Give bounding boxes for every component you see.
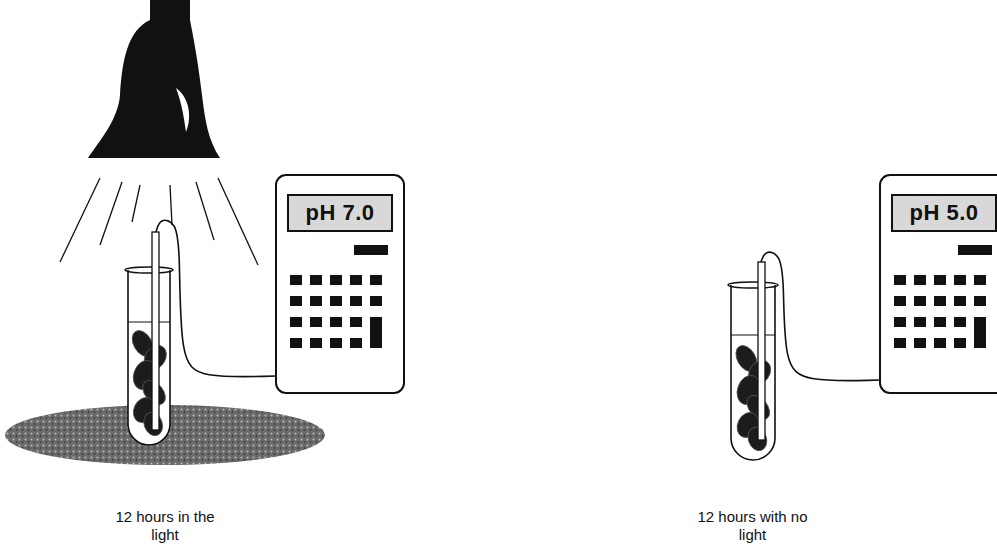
meter-key — [290, 338, 302, 348]
meter-key — [974, 317, 986, 348]
test-tube — [128, 270, 170, 445]
meter-key — [914, 296, 926, 306]
meter-key — [974, 275, 986, 285]
test-tube — [731, 285, 775, 460]
meter-key — [350, 338, 362, 348]
meter-bar — [958, 245, 992, 255]
meter-key — [954, 317, 966, 327]
meter-key — [310, 275, 322, 285]
meter-key — [310, 296, 322, 306]
probe-cable — [761, 252, 880, 380]
meter-key — [954, 275, 966, 285]
meter-key — [934, 296, 946, 306]
meter-key — [310, 338, 322, 348]
tube-rim — [728, 282, 778, 288]
meter-bar — [354, 245, 388, 255]
meter-key — [370, 275, 382, 285]
meter-key — [914, 338, 926, 348]
meter-key — [934, 338, 946, 348]
meter-reading: pH 5.0 — [892, 202, 996, 224]
ph-probe — [758, 262, 765, 440]
meter-key — [290, 296, 302, 306]
tube-rim — [125, 267, 173, 273]
meter-key — [370, 296, 382, 306]
ph-meter — [880, 175, 997, 393]
meter-key — [954, 338, 966, 348]
meter-key — [330, 338, 342, 348]
meter-key — [310, 317, 322, 327]
meter-key — [290, 275, 302, 285]
meter-key — [934, 275, 946, 285]
meter-reading: pH 7.0 — [288, 202, 392, 224]
ph-probe — [152, 232, 159, 430]
meter-key — [974, 296, 986, 306]
meter-key — [894, 317, 906, 327]
meter-key — [894, 296, 906, 306]
water-level — [731, 335, 775, 336]
meter-key — [350, 317, 362, 327]
meter-key — [350, 296, 362, 306]
caption: 12 hours with no light — [695, 508, 810, 544]
meter-key — [954, 296, 966, 306]
meter-display — [892, 195, 996, 231]
meter-key — [894, 275, 906, 285]
water-level — [128, 322, 170, 323]
probe-cable — [156, 220, 276, 376]
meter-key — [330, 317, 342, 327]
meter-key — [330, 275, 342, 285]
meter-key — [330, 296, 342, 306]
meter-key — [370, 317, 382, 348]
meter-key — [350, 275, 362, 285]
meter-key — [894, 338, 906, 348]
meter-display — [288, 195, 392, 231]
meter-key — [290, 317, 302, 327]
meter-key — [934, 317, 946, 327]
meter-key — [914, 275, 926, 285]
meter-key — [914, 317, 926, 327]
ph-meter — [276, 175, 404, 393]
caption: 12 hours in the light — [105, 508, 225, 544]
lamp — [88, 0, 220, 158]
